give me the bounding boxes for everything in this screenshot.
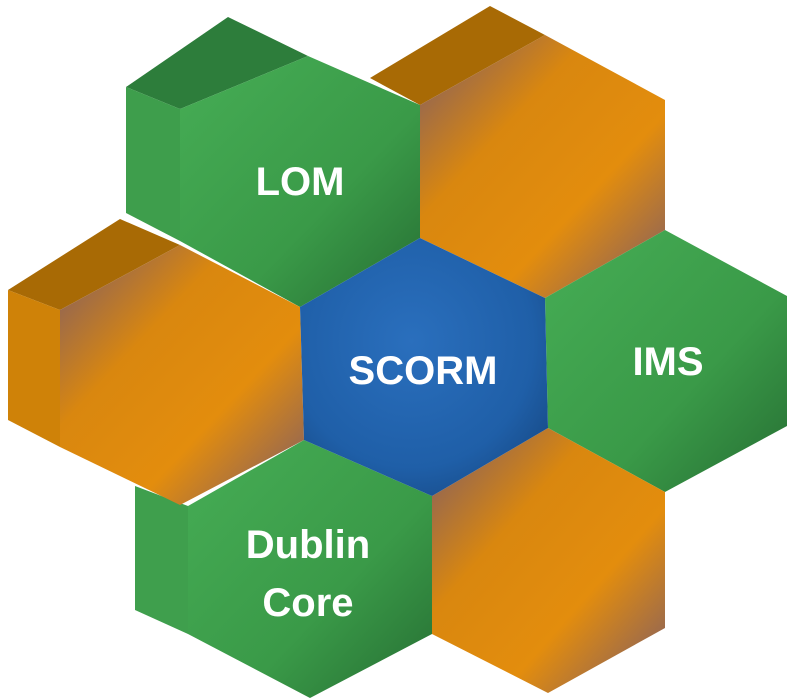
lom-depth-left <box>126 87 180 241</box>
hex-orange-left <box>60 245 304 505</box>
hex-lom <box>180 56 420 307</box>
hex-faces <box>60 35 787 698</box>
labels: LOM SCORM IMS Dublin Core <box>246 160 704 625</box>
dublin-depth-left <box>135 486 188 634</box>
orange-left-depth-left <box>8 290 60 447</box>
label-scorm: SCORM <box>349 349 498 393</box>
label-ims: IMS <box>632 340 703 384</box>
hex-dublin-core <box>188 440 432 698</box>
hex-orange-top-right <box>420 35 665 298</box>
hex-scorm <box>300 238 548 496</box>
depth-faces <box>8 6 545 634</box>
orange-tr-depth-top <box>370 6 545 105</box>
orange-left-depth-top <box>8 219 180 310</box>
label-lom: LOM <box>256 160 345 204</box>
lom-depth-top <box>126 17 308 109</box>
label-dublin: Dublin <box>246 523 370 567</box>
hex-orange-bottom-right <box>432 428 665 693</box>
hex-ims <box>545 230 787 492</box>
label-core: Core <box>262 581 353 625</box>
